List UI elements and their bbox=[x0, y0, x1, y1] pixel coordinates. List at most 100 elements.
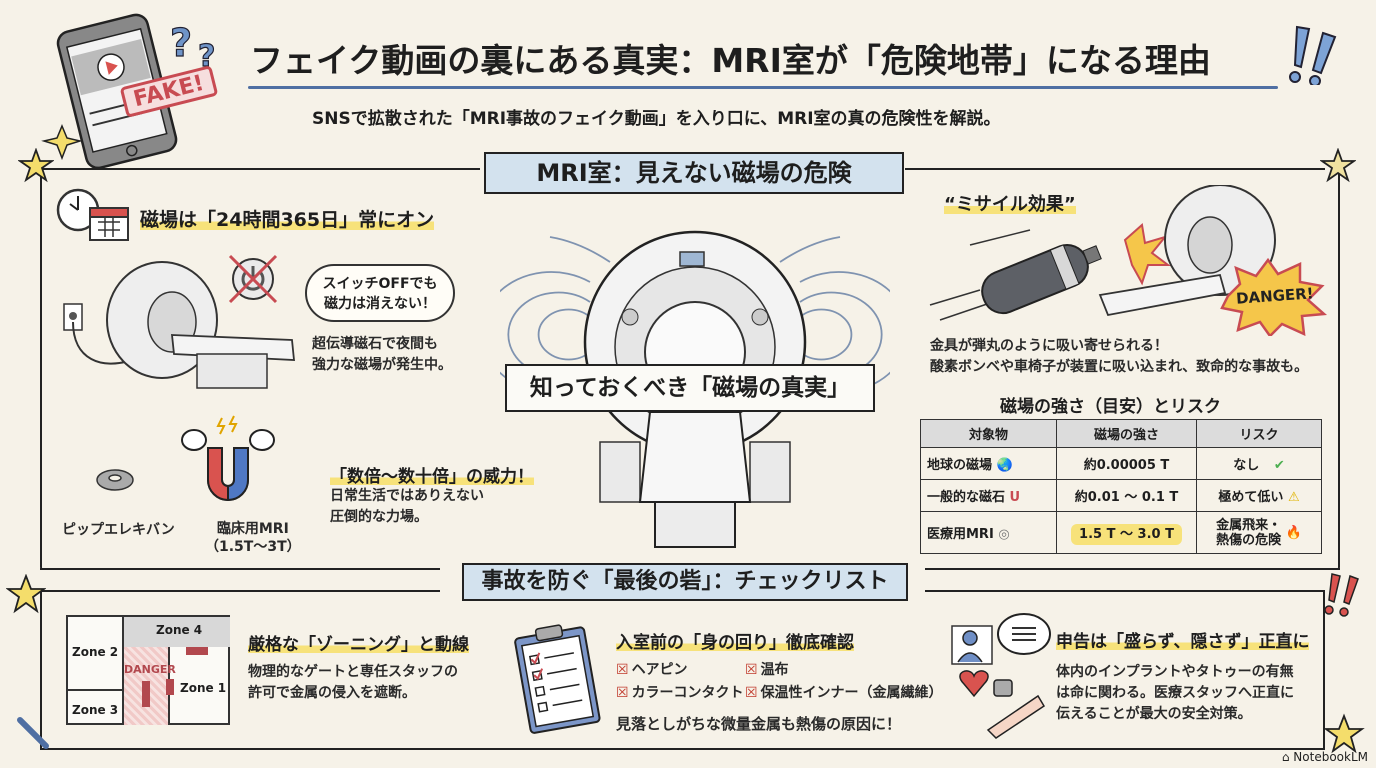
hazard-object bbox=[166, 679, 174, 695]
heading-declare: 申告は「盛らず、隠さず」正直に bbox=[1056, 627, 1310, 652]
text-line: 圧倒的な力場。 bbox=[330, 509, 428, 525]
table-row: 医療用MRI ◎ 1.5 T 〜 3.0 T 金属飛来・熱傷の危険 🔥 bbox=[920, 511, 1322, 554]
patient-declaration-illustration bbox=[951, 613, 1051, 739]
text-line: 許可で金属の侵入を遮断。 bbox=[248, 685, 416, 701]
text-line: 酸素ボンベや車椅子が装置に吸い込まれ、致命的な事故も。 bbox=[930, 359, 1309, 375]
magnet-icon: U bbox=[1009, 490, 1021, 505]
notebooklm-logo-icon: ⌂ bbox=[1281, 750, 1290, 764]
zone-label: Zone 1 bbox=[180, 681, 227, 695]
crossed-box-icon: ☒ bbox=[745, 662, 758, 678]
item-text: カラーコンタクト bbox=[631, 685, 744, 701]
cell-text: 熱傷の危険 bbox=[1216, 532, 1282, 548]
text-line: 臨床用MRI bbox=[216, 521, 289, 537]
hazard-object bbox=[186, 647, 208, 655]
declare-description: 体内のインプラントやタトゥーの有無 は命に関わる。医療スタッフへ正直に 伝えるこ… bbox=[1056, 662, 1294, 725]
page-subtitle: SNSで拡散された「MRI事故のフェイク動画」を入り口に、MRI室の真の危険性を… bbox=[312, 109, 1001, 129]
question-marks-icon: ? ? bbox=[169, 20, 216, 74]
belongings-note: 見落としがちな微量金属も熱傷の原因に！ bbox=[616, 715, 902, 733]
mri-icon: ◎ bbox=[998, 527, 1010, 542]
cell-text: なし bbox=[1233, 458, 1260, 473]
table-row: 地球の磁場 🌏 約0.00005 T なし ✔ bbox=[920, 447, 1322, 480]
text-line: 超伝導磁石で夜間も bbox=[312, 336, 438, 352]
always-on-description: 超伝導磁石で夜間も 強力な磁場が発生中。 bbox=[312, 334, 452, 376]
small-magnet-disc-icon bbox=[96, 469, 134, 491]
divider bbox=[925, 568, 1340, 570]
divider bbox=[905, 168, 1325, 170]
heading-power: 「数倍〜数十倍」の威力！ bbox=[330, 462, 534, 487]
section-checklist bbox=[40, 590, 1325, 750]
risk-table: 対象物 磁場の強さ リスク 地球の磁場 🌏 約0.00005 T なし ✔ 一般… bbox=[920, 419, 1322, 554]
wall bbox=[68, 689, 122, 691]
exclamation-red-icon bbox=[1324, 573, 1359, 617]
danger-zone-label: DANGER bbox=[124, 663, 176, 676]
text-line: は命に関わる。医療スタッフへ正直に bbox=[1056, 685, 1294, 701]
belongings-item: ☒温布 bbox=[745, 660, 789, 681]
power-off-crossed-icon bbox=[228, 254, 278, 304]
center-ribbon-magnetic-truth: 知っておくべき「磁場の真実」 bbox=[505, 364, 875, 412]
exclamation-icon bbox=[1289, 25, 1337, 85]
cell-text: 地球の磁場 bbox=[927, 458, 993, 473]
check-icon: ✔ bbox=[1273, 458, 1285, 473]
cell-text: 極めて低い bbox=[1218, 490, 1284, 505]
svg-text:?: ? bbox=[170, 21, 192, 65]
section-banner-mri-room: MRI室：見えない磁場の危険 bbox=[484, 152, 904, 194]
text-line: 強力な磁場が発生中。 bbox=[312, 357, 452, 373]
cell-text: 一般的な磁石 bbox=[927, 490, 1006, 505]
zoning-floor-plan: Zone 4 Zone 2 Zone 1 Zone 3 DANGER bbox=[66, 615, 230, 725]
sparkle-icon bbox=[41, 124, 83, 161]
thought-bubble: スイッチOFFでも 磁力は消えない！ bbox=[305, 264, 455, 322]
wall bbox=[122, 617, 124, 725]
strength-cell: 約0.00005 T bbox=[1056, 447, 1197, 480]
table-row: 一般的な磁石 U 約0.01 〜 0.1 T 極めて低い ⚠ bbox=[920, 479, 1322, 512]
clipboard-checklist-icon bbox=[514, 624, 601, 734]
brand-text: NotebookLM bbox=[1293, 750, 1368, 764]
divider bbox=[925, 590, 1325, 592]
object-cell: 一般的な磁石 U bbox=[920, 479, 1057, 512]
clock-calendar-icon bbox=[56, 188, 129, 241]
missile-effect-illustration bbox=[929, 185, 1276, 321]
crossed-box-icon: ☒ bbox=[745, 685, 758, 701]
warning-icon: ⚠ bbox=[1287, 490, 1300, 505]
star-icon bbox=[6, 574, 46, 614]
page-title: フェイク動画の裏にある真実：MRI室が「危険地帯」になる理由 bbox=[250, 41, 1211, 80]
zoning-description: 物理的なゲートと専任スタッフの 許可で金属の侵入を遮断。 bbox=[248, 662, 458, 704]
title-underline bbox=[248, 86, 1278, 89]
section-banner-checklist: 事故を防ぐ「最後の砦」：チェックリスト bbox=[462, 563, 908, 601]
text-line: （1.5T〜3T） bbox=[205, 539, 301, 555]
text-line: 伝えることが最大の安全対策。 bbox=[1056, 706, 1252, 722]
section-magnetic-field bbox=[40, 168, 1340, 570]
risk-cell: 極めて低い ⚠ bbox=[1196, 479, 1322, 512]
missile-description: 金具が弾丸のように吸い寄せられる！ 酸素ボンベや車椅子が装置に吸い込まれ、致命的… bbox=[930, 336, 1308, 378]
fire-icon: 🔥 bbox=[1285, 525, 1302, 540]
crossed-box-icon: ☒ bbox=[616, 662, 629, 678]
star-icon bbox=[1323, 713, 1365, 754]
notebooklm-brand: ⌂ NotebookLM bbox=[1282, 750, 1368, 764]
text-line: 金具が弾丸のように吸い寄せられる！ bbox=[930, 338, 1168, 354]
strength-cell: 1.5 T 〜 3.0 T bbox=[1056, 511, 1197, 554]
divider bbox=[40, 590, 440, 592]
table-title: 磁場の強さ（目安）とリスク bbox=[1000, 397, 1221, 417]
object-cell: 医療用MRI ◎ bbox=[920, 511, 1057, 554]
svg-text:?: ? bbox=[198, 39, 215, 74]
heading-zoning: 厳格な「ゾーニング」と動線 bbox=[248, 630, 469, 655]
hazard-object bbox=[142, 681, 150, 707]
text-line: 物理的なゲートと専任スタッフの bbox=[248, 664, 458, 680]
bubble-line: スイッチOFFでも bbox=[322, 276, 438, 292]
item-text: 保温性インナー（金属繊維） bbox=[760, 685, 943, 701]
cell-text: 金属飛来・ bbox=[1216, 517, 1282, 533]
item-text: 温布 bbox=[760, 662, 789, 678]
belongings-item: ☒保温性インナー（金属繊維） bbox=[745, 683, 943, 704]
crossed-box-icon: ☒ bbox=[616, 685, 629, 701]
risk-cell: 金属飛来・熱傷の危険 🔥 bbox=[1196, 511, 1322, 554]
label-clinical-mri: 臨床用MRI （1.5T〜3T） bbox=[205, 520, 301, 556]
bubble-line: 磁力は消えない！ bbox=[324, 296, 436, 312]
belongings-item: ☒カラーコンタクト bbox=[616, 683, 744, 704]
heading-belongings: 入室前の「身の回り」徹底確認 bbox=[616, 628, 854, 653]
item-text: ヘアピン bbox=[631, 662, 688, 678]
object-cell: 地球の磁場 🌏 bbox=[920, 447, 1057, 480]
text-line: 体内のインプラントやタトゥーの有無 bbox=[1056, 664, 1294, 680]
globe-icon: 🌏 bbox=[996, 458, 1013, 473]
power-description: 日常生活ではありえない 圧倒的な力場。 bbox=[330, 486, 484, 528]
column-header: 磁場の強さ bbox=[1056, 419, 1197, 448]
star-icon bbox=[1320, 148, 1356, 183]
